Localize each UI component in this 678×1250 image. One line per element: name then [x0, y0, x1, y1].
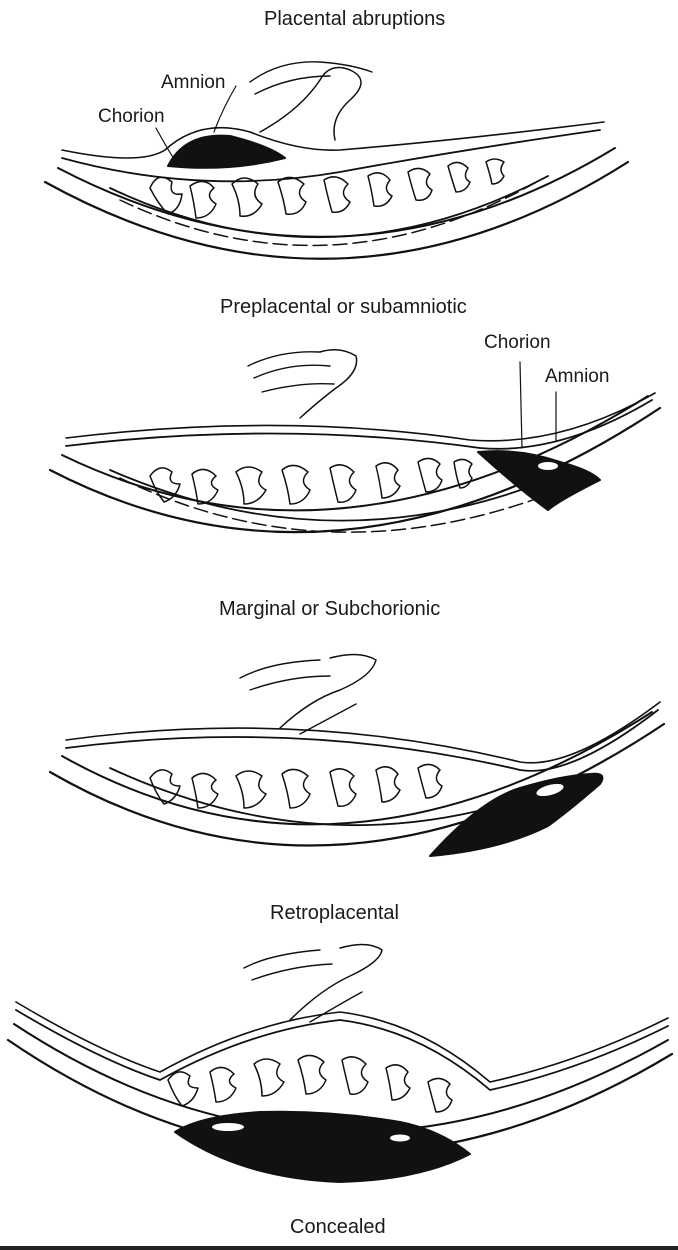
panel-subchorionic-illustration — [48, 349, 662, 534]
panel-retroplacental-illustration — [48, 653, 666, 857]
chorion-pointer — [519, 361, 523, 449]
umbilical-cord — [299, 349, 358, 419]
umbilical-cord — [279, 653, 377, 729]
caption-subamniotic: Preplacental or subamniotic — [220, 296, 467, 318]
umbilical-cord — [259, 66, 362, 141]
amnion-label-1: Amnion — [161, 72, 226, 93]
uterine-wall-inner — [57, 147, 616, 238]
membrane-amnion — [65, 392, 656, 442]
concealed-hematoma — [174, 1110, 471, 1183]
caption-concealed: Concealed — [290, 1216, 386, 1238]
caption-retroplacental: Retroplacental — [270, 902, 399, 924]
villi — [167, 1054, 453, 1113]
placenta-outline — [109, 175, 549, 238]
membrane-chorion — [61, 129, 601, 183]
villi — [149, 763, 443, 809]
membrane-chorion — [65, 399, 653, 450]
decidua-line — [119, 477, 561, 533]
villi — [149, 457, 473, 505]
caption-subchorionic: Marginal or Subchorionic — [219, 598, 441, 620]
panel-subamniotic-illustration — [43, 61, 630, 260]
subamniotic-hematoma — [167, 134, 286, 169]
decidua-line — [119, 179, 541, 247]
membrane-amnion — [15, 1001, 669, 1083]
placenta-outline — [109, 469, 549, 522]
uterine-wall — [43, 160, 630, 260]
membrane-amnion — [61, 121, 605, 159]
villi — [149, 158, 505, 219]
diagram-title: Placental abruptions — [264, 8, 446, 30]
membrane-chorion — [65, 709, 659, 772]
uterine-wall-inner — [61, 711, 653, 826]
uterine-wall-inner — [61, 395, 649, 512]
bottom-rule — [0, 1246, 678, 1250]
retroplacental-hematoma — [429, 772, 604, 857]
panel-concealed-illustration — [6, 943, 674, 1183]
membrane-amnion — [65, 701, 661, 764]
subchorionic-hematoma — [477, 450, 601, 511]
umbilical-cord — [289, 943, 383, 1021]
amnion-pointer — [213, 85, 237, 133]
uterine-wall — [48, 406, 662, 534]
chorion-pointer — [155, 127, 177, 163]
membrane-chorion — [15, 1009, 669, 1091]
chorion-label-2: Chorion — [484, 332, 551, 353]
chorion-label-1: Chorion — [98, 106, 165, 127]
amnion-label-2: Amnion — [545, 366, 610, 387]
